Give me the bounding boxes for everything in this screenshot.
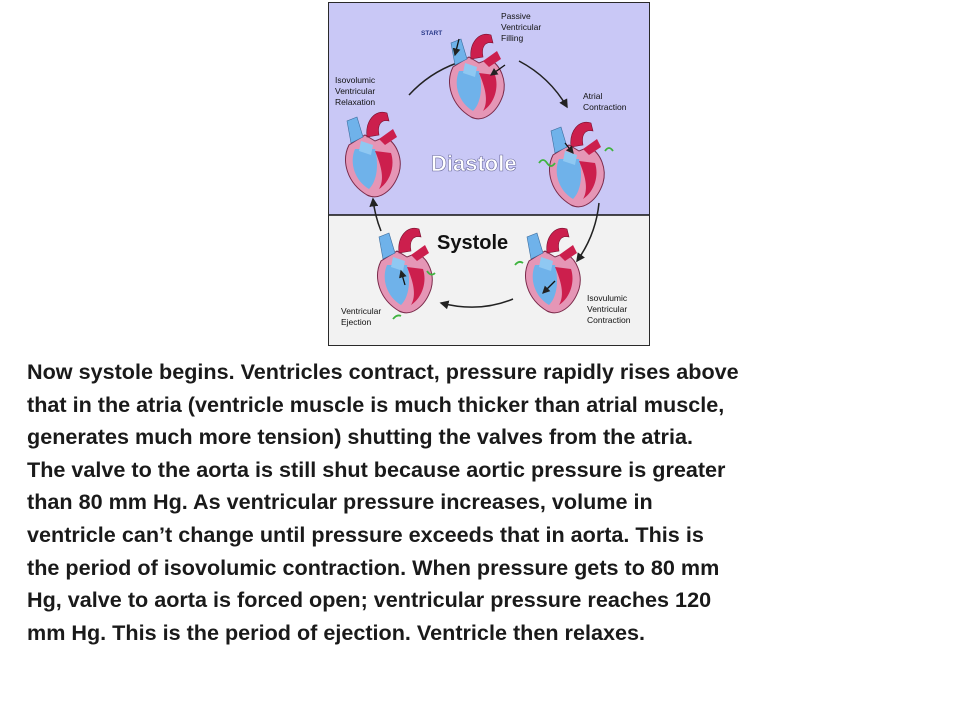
cardiac-cycle-svg: START Passive Ventricular Filling Atrial… xyxy=(329,3,649,345)
ecg-trace xyxy=(514,260,524,266)
stage-label-atrial-contraction: Atrial Contraction xyxy=(583,91,627,112)
cycle-arc xyxy=(439,298,514,310)
caption-line: The valve to the aorta is still shut bec… xyxy=(27,456,726,482)
ecg-trace xyxy=(392,314,402,320)
cycle-arc xyxy=(576,202,600,263)
flow-arrow xyxy=(399,269,407,286)
caption-line: that in the atria (ventricle muscle is m… xyxy=(27,391,725,417)
phase-label-systole: Systole xyxy=(437,232,508,254)
caption-text: Now systole begins. Ventricles contract,… xyxy=(27,356,942,649)
ecg-trace xyxy=(604,147,614,152)
cycle-arc xyxy=(369,197,382,232)
caption-line: mm Hg. This is the period of ejection. V… xyxy=(27,619,645,645)
caption-line: the period of isovolumic contraction. Wh… xyxy=(27,554,720,580)
caption-line: Hg, valve to aorta is forced open; ventr… xyxy=(27,587,712,613)
cycle-arc xyxy=(408,62,458,96)
stage-label-isovolumic-contraction: Isovulumic Ventricular Contraction xyxy=(587,293,631,325)
flow-arrow xyxy=(564,142,574,155)
flow-arrow xyxy=(542,280,556,294)
cycle-arc xyxy=(518,60,568,109)
caption-line: generates much more tension) shutting th… xyxy=(27,424,693,450)
stage-label-passive-filling: Passive Ventricular Filling xyxy=(501,11,544,43)
flow-arrow xyxy=(452,38,461,57)
start-label: START xyxy=(421,30,442,37)
ecg-trace xyxy=(426,270,436,276)
phase-label-diastole: Diastole xyxy=(431,151,517,176)
stage-label-isovolumic-relaxation: Isovolumic Ventricular Relaxation xyxy=(335,75,378,107)
caption-line: ventricle can’t change until pressure ex… xyxy=(27,521,704,547)
flow-arrow xyxy=(489,64,506,76)
ecg-trace xyxy=(538,159,556,167)
stage-label-ventricular-ejection: Ventricular Ejection xyxy=(341,306,384,327)
caption-line: Now systole begins. Ventricles contract,… xyxy=(27,359,739,384)
caption-line: than 80 mm Hg. As ventricular pressure i… xyxy=(27,489,653,515)
cardiac-cycle-diagram: START Passive Ventricular Filling Atrial… xyxy=(328,2,650,346)
